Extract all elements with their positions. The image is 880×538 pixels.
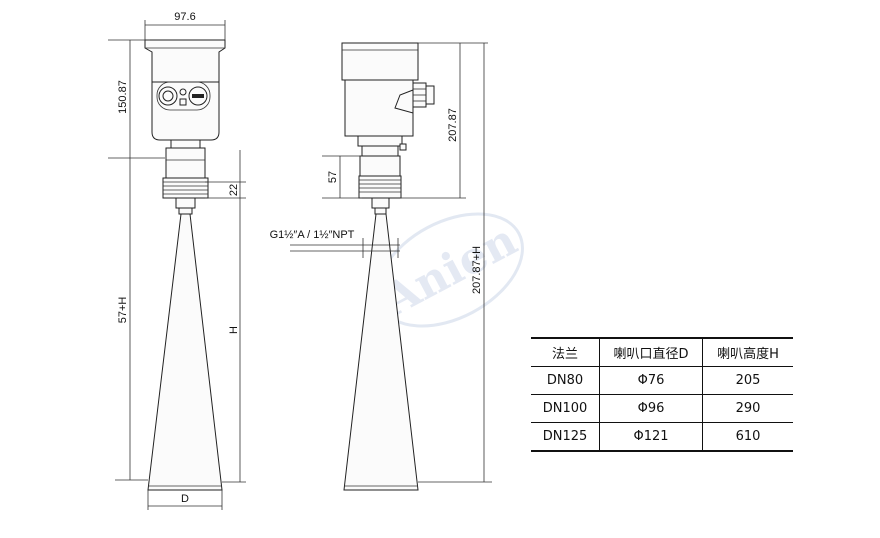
dim-thread-spec: G1½″A / 1½″NPT bbox=[270, 229, 355, 241]
table-row: DN125 Φ121 610 bbox=[531, 422, 793, 452]
header-horn-height: 喇叭高度H bbox=[702, 337, 793, 367]
cell-diameter: Φ76 bbox=[599, 366, 703, 395]
dim-overall-left: 57+H bbox=[117, 297, 129, 324]
dim-horn-diameter: D bbox=[181, 493, 189, 505]
header-horn-diameter: 喇叭口直径D bbox=[599, 337, 703, 367]
spec-table: 法兰 喇叭口直径D 喇叭高度H DN80 Φ76 205 DN100 Φ96 2… bbox=[531, 337, 793, 452]
dim-horn-height: H bbox=[228, 326, 240, 334]
header-flange: 法兰 bbox=[531, 337, 600, 367]
cell-height: 205 bbox=[702, 366, 793, 395]
cell-height: 290 bbox=[702, 394, 793, 423]
dim-connection-height: 22 bbox=[228, 184, 240, 196]
cell-flange: DN100 bbox=[531, 394, 600, 423]
dim-top-width: 97.6 bbox=[174, 11, 195, 23]
dim-side-connection-height: 57 bbox=[327, 171, 339, 183]
dim-side-housing-height: 207.87 bbox=[447, 108, 459, 142]
cell-flange: DN125 bbox=[531, 422, 600, 452]
cell-flange: DN80 bbox=[531, 366, 600, 395]
dim-housing-height: 150.87 bbox=[117, 80, 129, 114]
front-view: 97.6 150.87 57+H 22 H D bbox=[108, 11, 246, 510]
table-row: DN80 Φ76 205 bbox=[531, 366, 793, 395]
side-view: 57 G1½″A / 1½″NPT 207.87 207.87+H bbox=[270, 42, 492, 491]
cell-height: 610 bbox=[702, 422, 793, 452]
table-row: DN100 Φ96 290 bbox=[531, 394, 793, 423]
dim-overall-right: 207.87+H bbox=[471, 246, 483, 294]
cell-diameter: Φ96 bbox=[599, 394, 703, 423]
cell-diameter: Φ121 bbox=[599, 422, 703, 452]
table-header-row: 法兰 喇叭口直径D 喇叭高度H bbox=[531, 337, 793, 367]
